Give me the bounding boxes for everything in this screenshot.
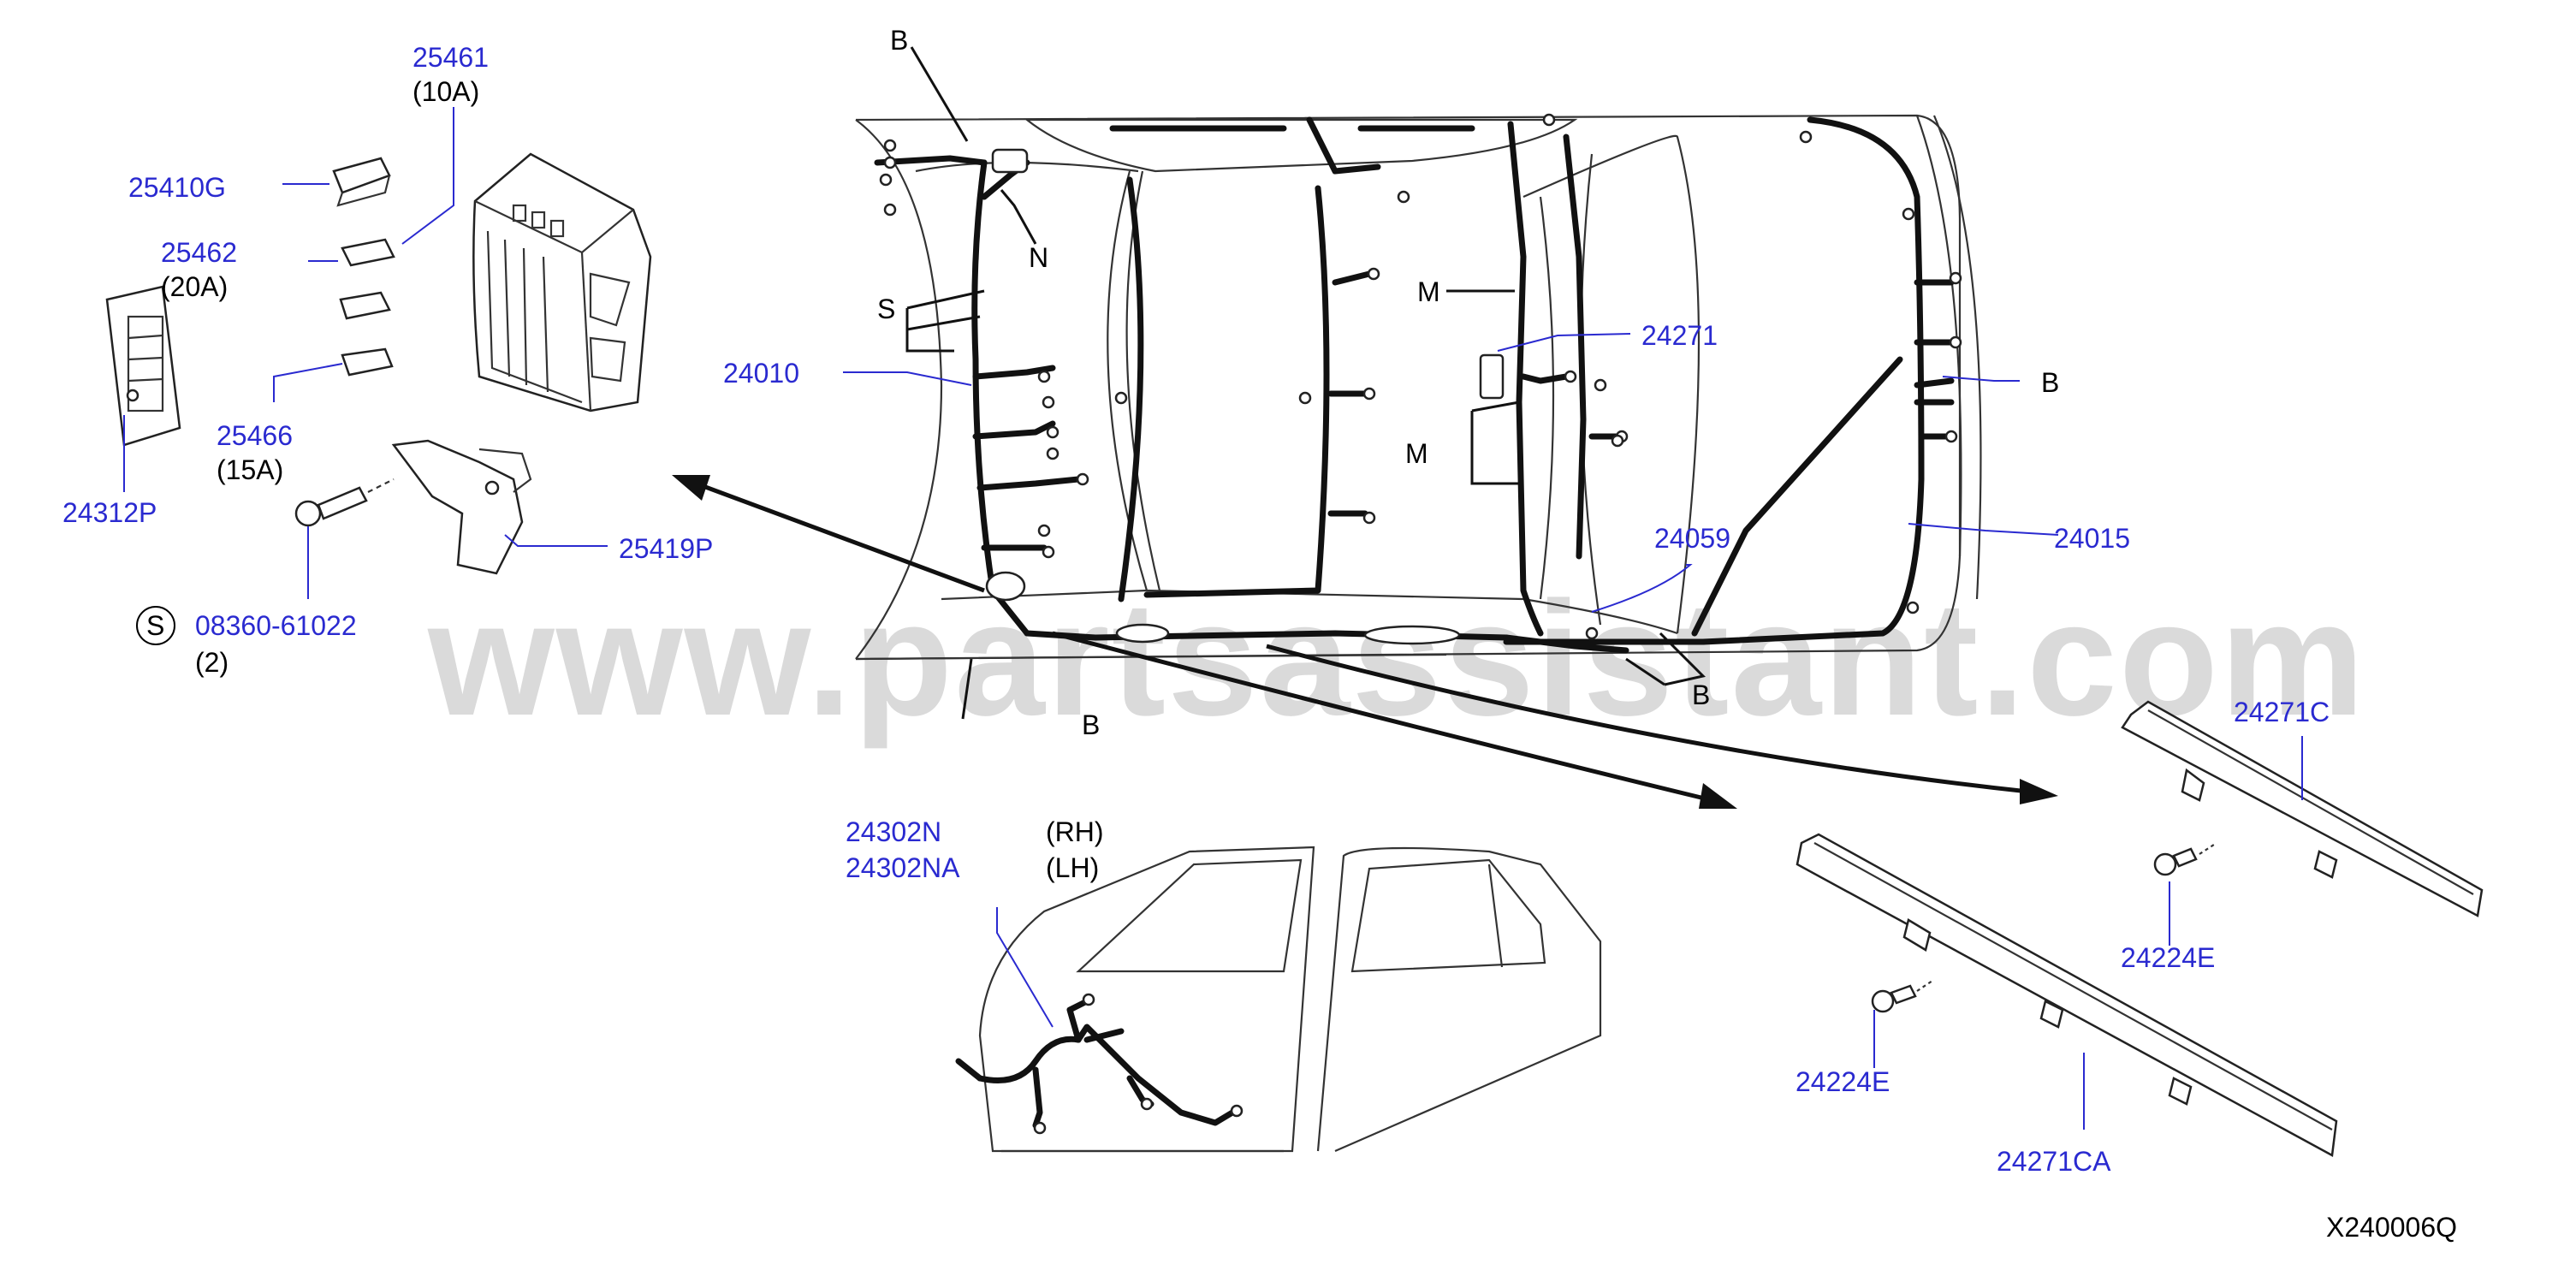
door-outline <box>978 846 1602 1153</box>
standard-part-symbol <box>136 606 175 645</box>
label-24312p: 24312P <box>62 497 157 528</box>
label-24302na-side: (LH) <box>1046 852 1099 883</box>
label-24271ca: 24271CA <box>1997 1146 2111 1177</box>
label-25461: 25461 <box>413 42 489 73</box>
callout-b-bottom-left: B <box>1082 709 1100 740</box>
clip-24224e-lower <box>1871 980 1933 1013</box>
label-24224e-upper: 24224E <box>2121 942 2215 973</box>
bracket-25419p <box>391 439 532 575</box>
fuse-25462 <box>339 291 391 320</box>
label-25410g: 25410G <box>128 172 226 203</box>
label-25419p: 25419P <box>619 533 713 564</box>
fuse-25461 <box>341 238 395 267</box>
bolt-08360-61022 <box>294 478 395 527</box>
label-25462-amperage: (20A) <box>161 271 228 302</box>
door-harness-wiring <box>955 993 1243 1135</box>
label-24224e-lower: 24224E <box>1795 1066 1890 1097</box>
diagram-code: X240006Q <box>2326 1212 2457 1243</box>
label-24010: 24010 <box>723 358 799 389</box>
label-24271c: 24271C <box>2234 697 2330 727</box>
label-standard-part-s: S <box>146 610 164 641</box>
callout-m-lower: M <box>1405 438 1428 469</box>
sill-trim-24271c <box>2121 700 2484 917</box>
leader-lines <box>123 107 2303 1130</box>
callout-n: N <box>1029 242 1048 273</box>
label-25466-amperage: (15A) <box>217 454 283 485</box>
label-08360-61022-quantity: (2) <box>195 647 229 678</box>
fuse-25466 <box>341 347 394 377</box>
label-24302n-side: (RH) <box>1046 816 1104 847</box>
fuse-box-assembly <box>472 152 652 412</box>
label-24302n: 24302N <box>846 816 941 847</box>
label-24015: 24015 <box>2054 523 2130 554</box>
callout-brackets <box>905 46 1706 720</box>
label-24059: 24059 <box>1654 523 1730 554</box>
callout-letters: B N S M M B B B <box>877 25 2059 740</box>
harness-connectors <box>879 113 1962 645</box>
clip-24224e-upper <box>2153 842 2217 876</box>
watermark-text: www.partsassistant.com <box>427 568 2366 750</box>
callout-s: S <box>877 294 895 324</box>
callout-b-top: B <box>890 25 908 56</box>
callout-b-right: B <box>2041 367 2059 398</box>
callout-m-upper: M <box>1417 276 1440 307</box>
label-24302na: 24302NA <box>846 852 960 883</box>
label-25461-amperage: (10A) <box>413 76 479 107</box>
label-25466: 25466 <box>217 420 293 451</box>
cover-24312p <box>105 285 181 447</box>
label-25462: 25462 <box>161 237 237 268</box>
direction-arrows <box>672 475 2058 809</box>
callout-b-bottom-right: B <box>1692 680 1710 710</box>
fuse-25410g <box>332 157 391 207</box>
sill-trim-24271ca <box>1795 833 2338 1157</box>
label-24271: 24271 <box>1641 320 1718 351</box>
part-number-labels: 25461 (10A) 25410G 25462 (20A) 25466 (15… <box>62 42 2330 1177</box>
label-08360-61022: 08360-61022 <box>195 610 357 641</box>
